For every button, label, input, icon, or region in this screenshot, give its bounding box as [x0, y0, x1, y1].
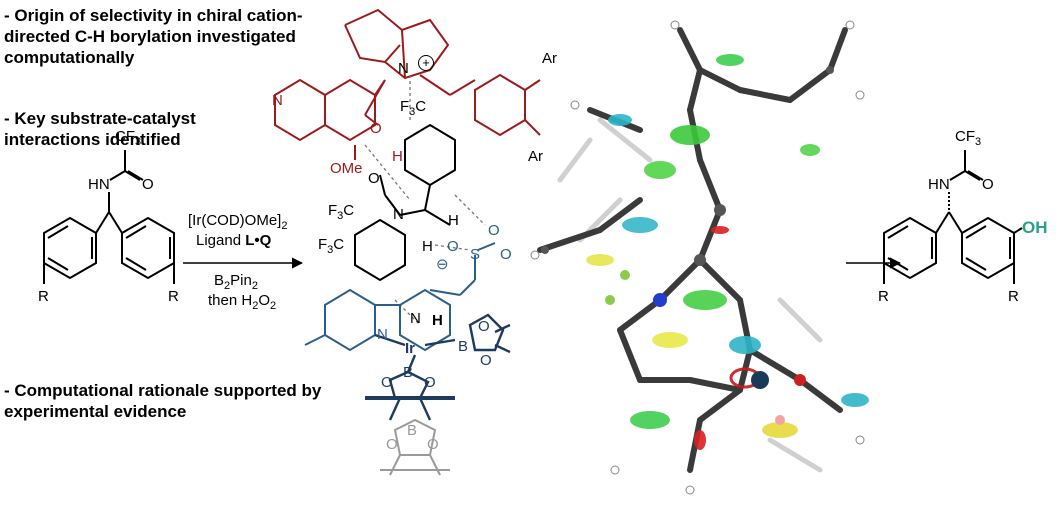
ts-h-left: H [422, 238, 433, 255]
pinacol-gray-structure [380, 418, 450, 476]
dashed-interactions [364, 75, 486, 326]
ts-minus-charge: ⊖ [436, 256, 449, 273]
ts-ar-bottom: Ar [528, 148, 543, 165]
product-r1-label: R [878, 288, 889, 305]
substrate-ts-structure [354, 123, 456, 282]
ts-o-g1: O [386, 436, 398, 453]
substrate-hn-label: HN [88, 176, 110, 193]
sulfonate-structure [429, 242, 496, 296]
condition-then: then H2O2 [208, 292, 277, 312]
substrate-cf3-label: CF3 [115, 128, 142, 148]
bullet-computational-rationale: - Computational rationale supported by e… [4, 381, 322, 421]
ts-o-b1: O [478, 318, 490, 335]
ts-b-bottom: B [403, 364, 414, 381]
ts-n-pyridine: N [410, 310, 421, 327]
product-hn-label: HN [928, 176, 950, 193]
ts-ar-top: Ar [542, 50, 557, 67]
product-o-label: O [982, 176, 994, 193]
substrate-structure [43, 150, 175, 284]
substrate-r1-label: R [38, 288, 49, 305]
ts-iridium: Ir [405, 340, 416, 357]
iridium-complex-structure [365, 313, 511, 421]
ts-sulfur: S [470, 246, 481, 263]
ts-f3c-left: F3C [318, 236, 345, 256]
ts-h-amide: H [448, 212, 459, 229]
ts-o-g2: O [427, 436, 439, 453]
ar-group-structure [474, 73, 541, 137]
product-structure [883, 150, 1023, 284]
substrate-r2-label: R [168, 288, 179, 305]
ts-o-b4: O [424, 374, 436, 391]
ts-o-right: O [500, 246, 512, 263]
ts-ome: OMe [330, 160, 363, 177]
bullet-key-interactions: - Key substrate-catalyst interactions id… [4, 109, 196, 149]
bipyridine-structure [304, 288, 451, 352]
ts-o-b3: O [381, 374, 393, 391]
ts-n-amide: N [393, 206, 404, 223]
product-oh-label: OH [1022, 218, 1048, 237]
catalyst-structure [274, 8, 476, 160]
ts-o-label: O [370, 120, 382, 137]
ts-b-gray: B [407, 422, 418, 439]
ts-o-b2: O [480, 352, 492, 369]
ts-o-amide: O [368, 170, 380, 187]
ts-o-left: O [447, 238, 459, 255]
nci-3d-model [530, 10, 880, 510]
ts-o-top: O [488, 222, 500, 239]
product-cf3-label: CF3 [955, 128, 982, 148]
ts-h-label: H [392, 148, 403, 165]
ts-n-plus: N [398, 60, 409, 77]
condition-reagent: B2Pin2 [214, 272, 258, 292]
ts-n-quinoline: N [272, 92, 283, 109]
ts-plus-charge: + [418, 55, 434, 71]
ts-n-bipyridine: N [377, 326, 388, 343]
ts-f3c-mid: F3C [328, 202, 355, 222]
substrate-o-label: O [142, 176, 154, 193]
ts-f3c-top: F3C [400, 98, 427, 118]
bullet-origin-selectivity: - Origin of selectivity in chiral cation… [4, 6, 303, 67]
product-r2-label: R [1008, 288, 1019, 305]
condition-ligand: Ligand L•Q [196, 232, 272, 249]
ts-h-bold: H [432, 312, 443, 329]
condition-catalyst: [Ir(COD)OMe]2 [188, 212, 288, 232]
ts-b-right: B [458, 338, 469, 355]
